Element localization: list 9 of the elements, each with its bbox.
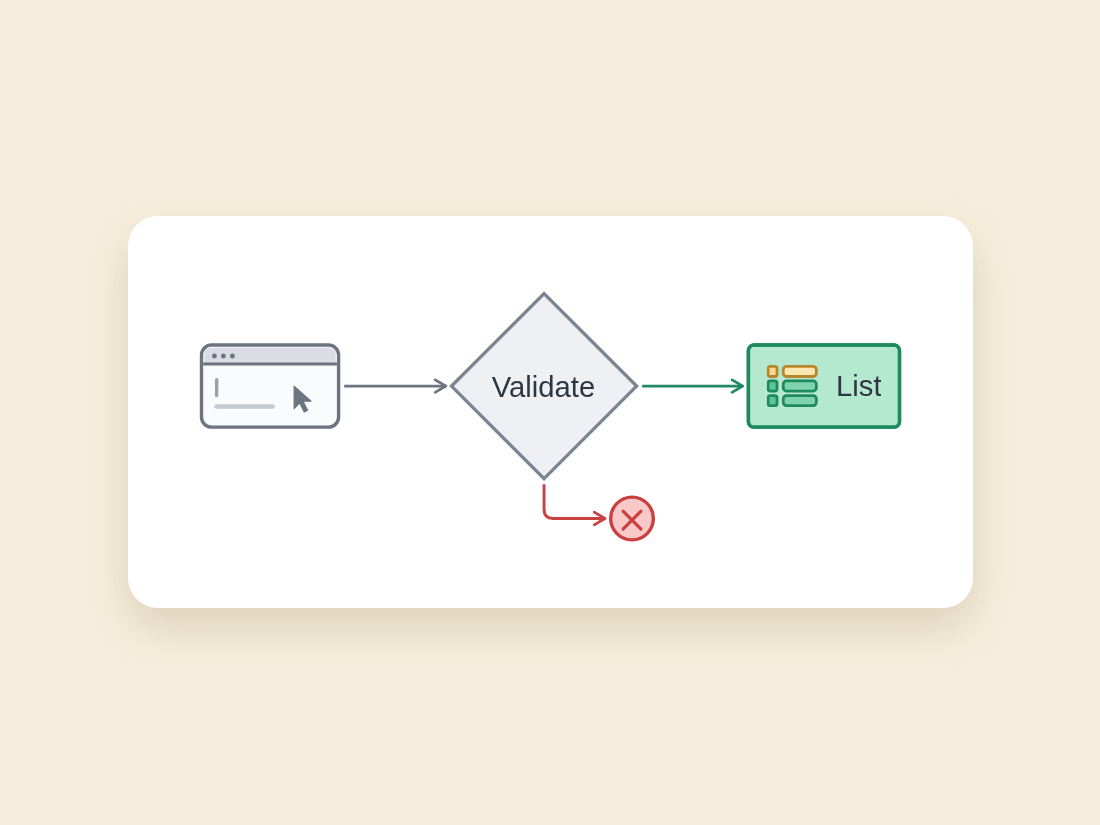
arrow	[344, 378, 448, 394]
arrow	[542, 484, 607, 527]
list-box	[746, 343, 902, 429]
browser-window-icon	[199, 343, 341, 429]
error-circle	[609, 495, 656, 542]
node-label: Validate	[491, 369, 596, 404]
arrow	[642, 378, 745, 394]
node-label: List	[836, 369, 882, 403]
decision-diamond	[449, 291, 639, 481]
